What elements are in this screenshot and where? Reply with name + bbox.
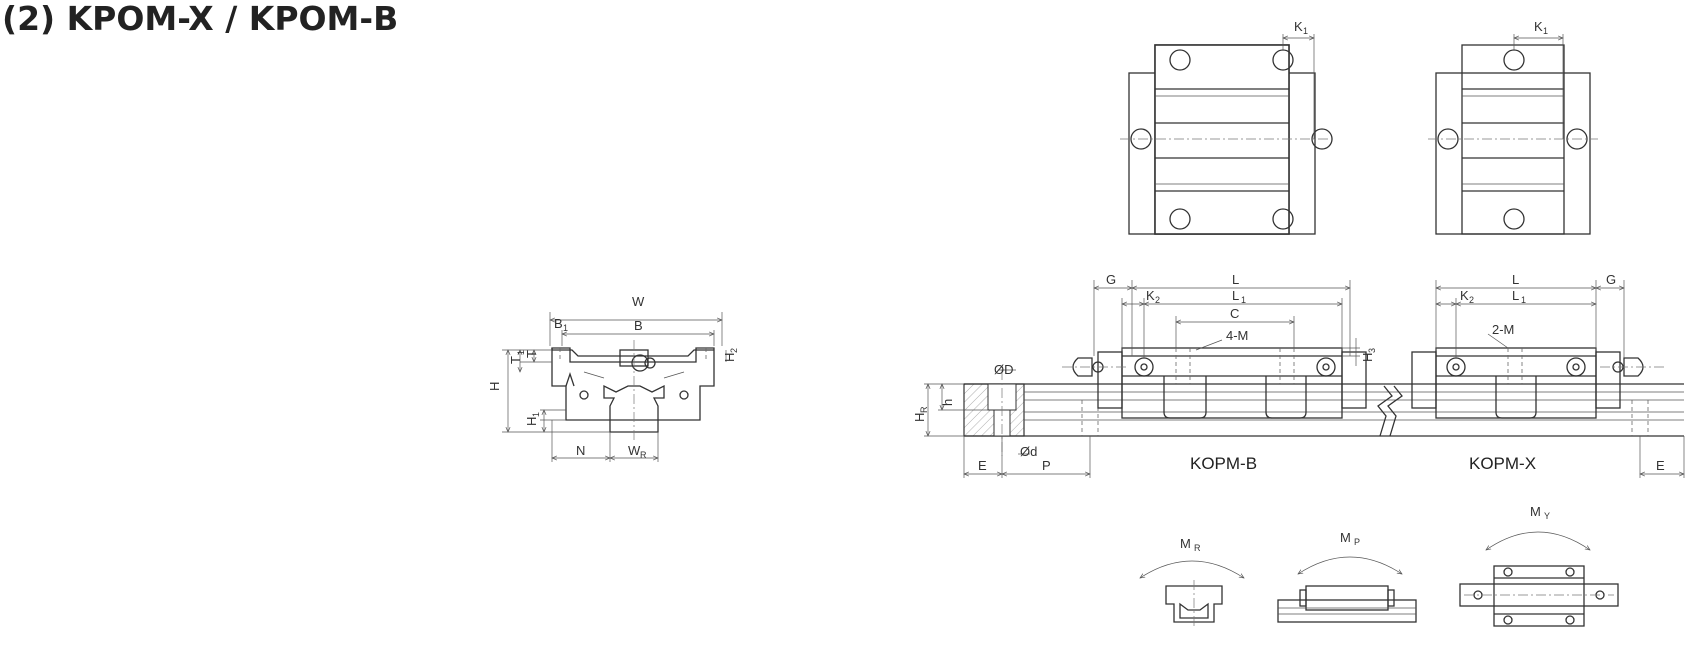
moment-icon-MR: M R <box>1140 536 1244 626</box>
moment-MY-label: M <box>1530 504 1541 519</box>
dim-K2-label-right: K <box>1460 288 1469 303</box>
moment-MR-sub: R <box>1194 543 1201 553</box>
dim-4M-label: 4-M <box>1226 328 1248 343</box>
dim-HR-label: H <box>912 413 927 422</box>
side-view: G L K 2 L 1 C 4-M H 3 L G K 2 L 1 2-M ØD… <box>912 272 1684 478</box>
dim-N-label: N <box>576 443 585 458</box>
dim-K1-sub-right: 1 <box>1543 26 1548 36</box>
dim-K2-label-left: K <box>1146 288 1155 303</box>
dim-K2-sub-left: 2 <box>1155 295 1160 305</box>
dim-H2-sub: 2 <box>729 348 739 353</box>
dim-2M-label: 2-M <box>1492 322 1514 337</box>
dim-L1-label-right: L <box>1512 288 1519 303</box>
dim-E-label-right: E <box>1656 458 1665 473</box>
dim-K1-label-left: K <box>1294 19 1303 34</box>
dim-K1-sub-left: 1 <box>1303 26 1308 36</box>
dim-WR-sub: R <box>640 450 647 460</box>
dim-H-label: H <box>487 382 502 391</box>
dim-phiD-label: ØD <box>994 362 1014 377</box>
dim-L1-sub-left: 1 <box>1241 295 1246 305</box>
dim-T-label: T <box>524 350 539 358</box>
dim-B1-sub: 1 <box>563 323 568 333</box>
dim-E-label-left: E <box>978 458 987 473</box>
dim-K1-label-right: K <box>1534 19 1543 34</box>
dim-C-label: C <box>1230 306 1239 321</box>
moment-MY-sub: Y <box>1544 511 1550 521</box>
dim-T1-sub: 1 <box>516 350 526 355</box>
dim-H3-label: H <box>1360 353 1375 362</box>
moment-MR-label: M <box>1180 536 1191 551</box>
dim-HR-sub: R <box>919 406 929 413</box>
dim-P-label: P <box>1042 458 1051 473</box>
dim-L-label-right: L <box>1512 272 1519 287</box>
model-x-label: KOPM-X <box>1469 454 1536 473</box>
dim-L1-label-left: L <box>1232 288 1239 303</box>
top-view-long: K 1 <box>1120 19 1336 235</box>
top-view-short: K 1 <box>1428 19 1598 235</box>
page-title: (2) KPOM-X / KPOM-B <box>2 0 399 38</box>
dim-H3-sub: 3 <box>1367 348 1377 353</box>
dim-H1-sub: 1 <box>531 412 541 417</box>
model-b-label: KOPM-B <box>1190 454 1257 473</box>
moment-icon-MY: M Y <box>1459 504 1619 627</box>
dim-L1-sub-right: 1 <box>1521 295 1526 305</box>
dim-W-label: W <box>632 294 645 309</box>
dim-B-label: B <box>634 318 643 333</box>
dim-G-label-left: G <box>1106 272 1116 287</box>
dim-WR-label: W <box>628 443 641 458</box>
dim-phid-label: Ød <box>1020 444 1037 459</box>
dim-h-label: h <box>940 399 955 406</box>
moment-icon-MP: M P <box>1277 530 1417 623</box>
dim-L-label-left: L <box>1232 272 1239 287</box>
moment-MP-label: M <box>1340 530 1351 545</box>
dim-B1-label: B <box>554 316 563 331</box>
dim-H1-label: H <box>524 417 539 426</box>
moment-MP-sub: P <box>1354 537 1360 547</box>
dim-K2-sub-right: 2 <box>1469 295 1474 305</box>
cross-section-view: W B 1 B T 1 T H 2 H H 1 N W R <box>487 294 739 462</box>
dim-H2-label: H <box>722 353 737 362</box>
dim-G-label-right: G <box>1606 272 1616 287</box>
dim-T1-label: T <box>508 356 523 364</box>
